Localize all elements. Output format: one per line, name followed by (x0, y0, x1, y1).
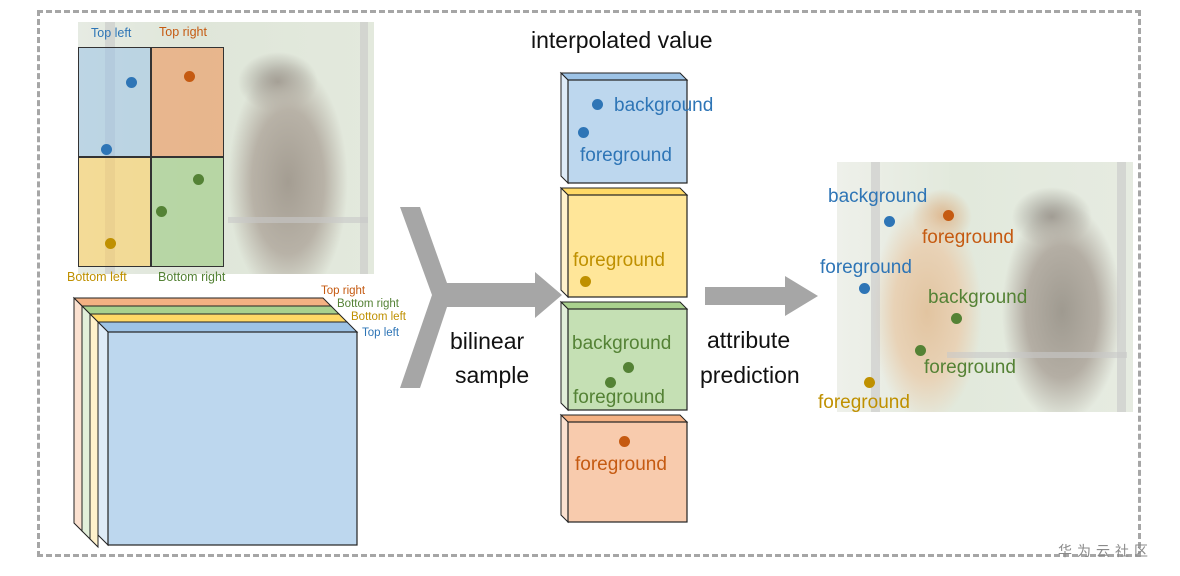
layer-label-top-right: Top right (321, 285, 366, 297)
title-interpolated-value: interpolated value (531, 27, 713, 53)
label-top-right: Top right (159, 25, 207, 39)
output-label-green-foreground: foreground (924, 357, 1016, 378)
cube-tl-label-foreground: foreground (580, 145, 672, 166)
quadrant-top-right (151, 47, 224, 157)
prediction-arrow (705, 276, 818, 316)
output-dot-blue-2 (859, 283, 870, 294)
cube-bottom-right (559, 300, 689, 412)
output-label-orange-foreground: foreground (922, 227, 1014, 248)
point-blue-1 (126, 77, 137, 88)
cube-tl-label-background: background (614, 95, 714, 116)
output-dot-blue-1 (884, 216, 895, 227)
feature-layer-bottom-left (88, 312, 349, 549)
label-bottom-right: Bottom right (158, 270, 226, 284)
title-attribute-line2: prediction (700, 362, 800, 388)
cube-br-label-background: background (572, 333, 672, 354)
cube-tl-dot-2 (578, 127, 589, 138)
watermark-text: 华为云社区 (1058, 544, 1153, 560)
output-dot-orange (943, 210, 954, 221)
quadrant-top-left (78, 47, 151, 157)
output-cat-image (837, 162, 1133, 412)
cube-bottom-left (559, 186, 689, 299)
point-yellow (105, 238, 116, 249)
cube-top-right (559, 413, 689, 524)
output-label-blue-foreground: foreground (820, 257, 912, 278)
output-dot-green-2 (915, 345, 926, 356)
title-bilinear-line1: bilinear (450, 328, 525, 354)
cube-tr-dot (619, 436, 630, 447)
output-dot-green-1 (951, 313, 962, 324)
output-label-blue-background: background (828, 186, 928, 207)
cube-tr-label-foreground: foreground (575, 454, 667, 475)
cube-bl-dot (580, 276, 591, 287)
cube-br-dot-1 (623, 362, 634, 373)
merge-arrow (400, 207, 562, 388)
point-green-2 (156, 206, 167, 217)
output-dot-yellow (864, 377, 875, 388)
layer-label-bottom-right: Bottom right (337, 298, 399, 310)
layer-label-bottom-left: Bottom left (351, 311, 406, 323)
cube-br-dot-2 (605, 377, 616, 388)
feature-layer-top-left (96, 320, 359, 547)
title-attribute-line1: attribute (707, 327, 791, 353)
quadrant-bottom-left (78, 157, 151, 267)
output-label-yellow-foreground: foreground (818, 392, 910, 413)
label-top-left: Top left (91, 26, 132, 40)
cube-br-label-foreground: foreground (573, 387, 665, 408)
point-green-1 (193, 174, 204, 185)
dashed-frame (37, 10, 1141, 557)
title-bilinear-line2: sample (455, 362, 530, 388)
point-blue-2 (101, 144, 112, 155)
point-orange (184, 71, 195, 82)
layer-label-top-left: Top left (362, 327, 400, 339)
output-label-green-background: background (928, 287, 1028, 308)
cube-tl-dot-1 (592, 99, 603, 110)
label-bottom-left: Bottom left (67, 270, 127, 284)
cube-bl-label-foreground: foreground (573, 250, 665, 271)
